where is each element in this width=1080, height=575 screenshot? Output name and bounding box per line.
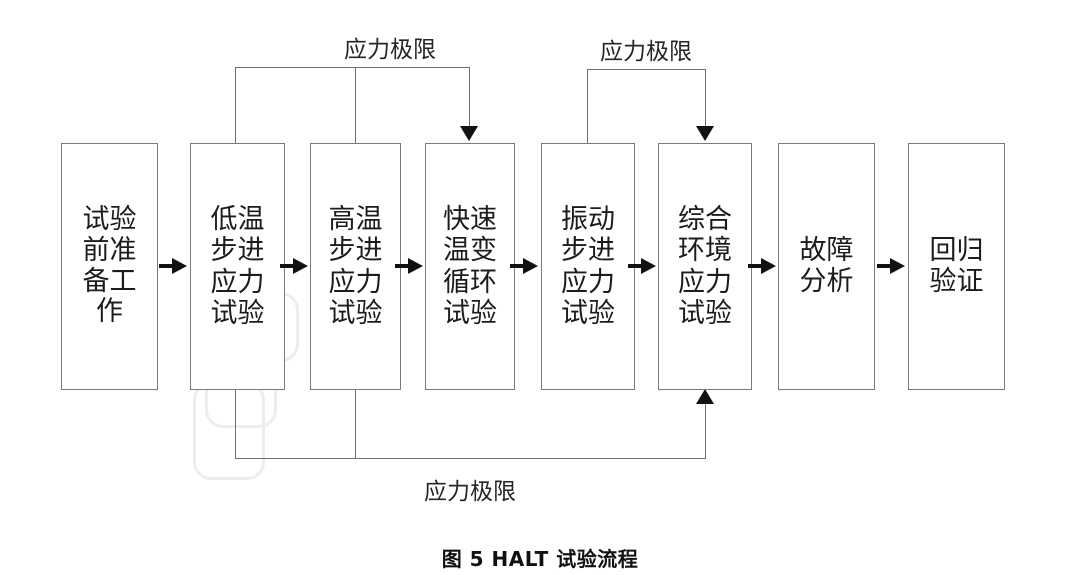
- node-label: 高温 步进 应力 试验: [328, 203, 383, 329]
- loop-bottom-riser-combined-env: [705, 404, 706, 459]
- flow-arrow-icon: [395, 258, 423, 274]
- watermark-shape: [193, 382, 265, 480]
- loop-top-left-drop: [469, 67, 470, 127]
- node-label: 综合 环境 应力 试验: [678, 203, 732, 329]
- flow-arrow-icon: [159, 258, 187, 274]
- loop-bottom-horizontal: [235, 458, 706, 459]
- node-low-temp-step-stress-test[interactable]: 低温 步进 应力 试验: [190, 143, 285, 390]
- node-vibration-step-stress-test[interactable]: 振动 步进 应力 试验: [541, 143, 635, 390]
- loop-top-left-arrowhead-icon: [460, 126, 478, 141]
- loop-top-left-riser-low-temp: [235, 67, 236, 144]
- node-label: 快速 温变 循环 试验: [443, 203, 497, 329]
- node-label: 振动 步进 应力 试验: [561, 203, 615, 329]
- loop-top-right-drop: [705, 69, 706, 127]
- node-label: 故障 分析: [799, 234, 854, 297]
- loop-bottom-label: 应力极限: [424, 479, 516, 505]
- node-failure-analysis[interactable]: 故障 分析: [778, 143, 875, 390]
- loop-top-left-label: 应力极限: [344, 37, 436, 63]
- node-regression-verification[interactable]: 回归 验证: [908, 143, 1005, 390]
- loop-top-right-riser-vibration: [587, 69, 588, 144]
- node-pre-test-preparation[interactable]: 试验 前准 备工 作: [61, 143, 158, 390]
- node-label: 回归 验证: [929, 234, 984, 297]
- loop-bottom-arrowhead-icon: [696, 389, 714, 404]
- node-label: 低温 步进 应力 试验: [210, 203, 265, 329]
- loop-top-right-label: 应力极限: [600, 39, 692, 65]
- loop-top-right-horizontal: [587, 69, 706, 70]
- node-rapid-thermal-cycling-test[interactable]: 快速 温变 循环 试验: [425, 143, 515, 390]
- loop-bottom-drop-high-temp: [355, 389, 356, 459]
- flow-arrow-icon: [877, 258, 905, 274]
- node-combined-environment-stress-test[interactable]: 综合 环境 应力 试验: [658, 143, 752, 390]
- loop-top-left-riser-high-temp: [355, 67, 356, 144]
- flow-arrow-icon: [748, 258, 776, 274]
- loop-top-left-horizontal: [235, 67, 470, 68]
- node-high-temp-step-stress-test[interactable]: 高温 步进 应力 试验: [310, 143, 401, 390]
- flow-arrow-icon: [510, 258, 538, 274]
- node-label: 试验 前准 备工 作: [82, 203, 137, 328]
- loop-bottom-drop-low-temp: [235, 389, 236, 459]
- figure-caption: 图 5 HALT 试验流程: [441, 547, 639, 571]
- flow-arrow-icon: [280, 258, 308, 274]
- loop-top-right-arrowhead-icon: [696, 126, 714, 141]
- flow-arrow-icon: [628, 258, 656, 274]
